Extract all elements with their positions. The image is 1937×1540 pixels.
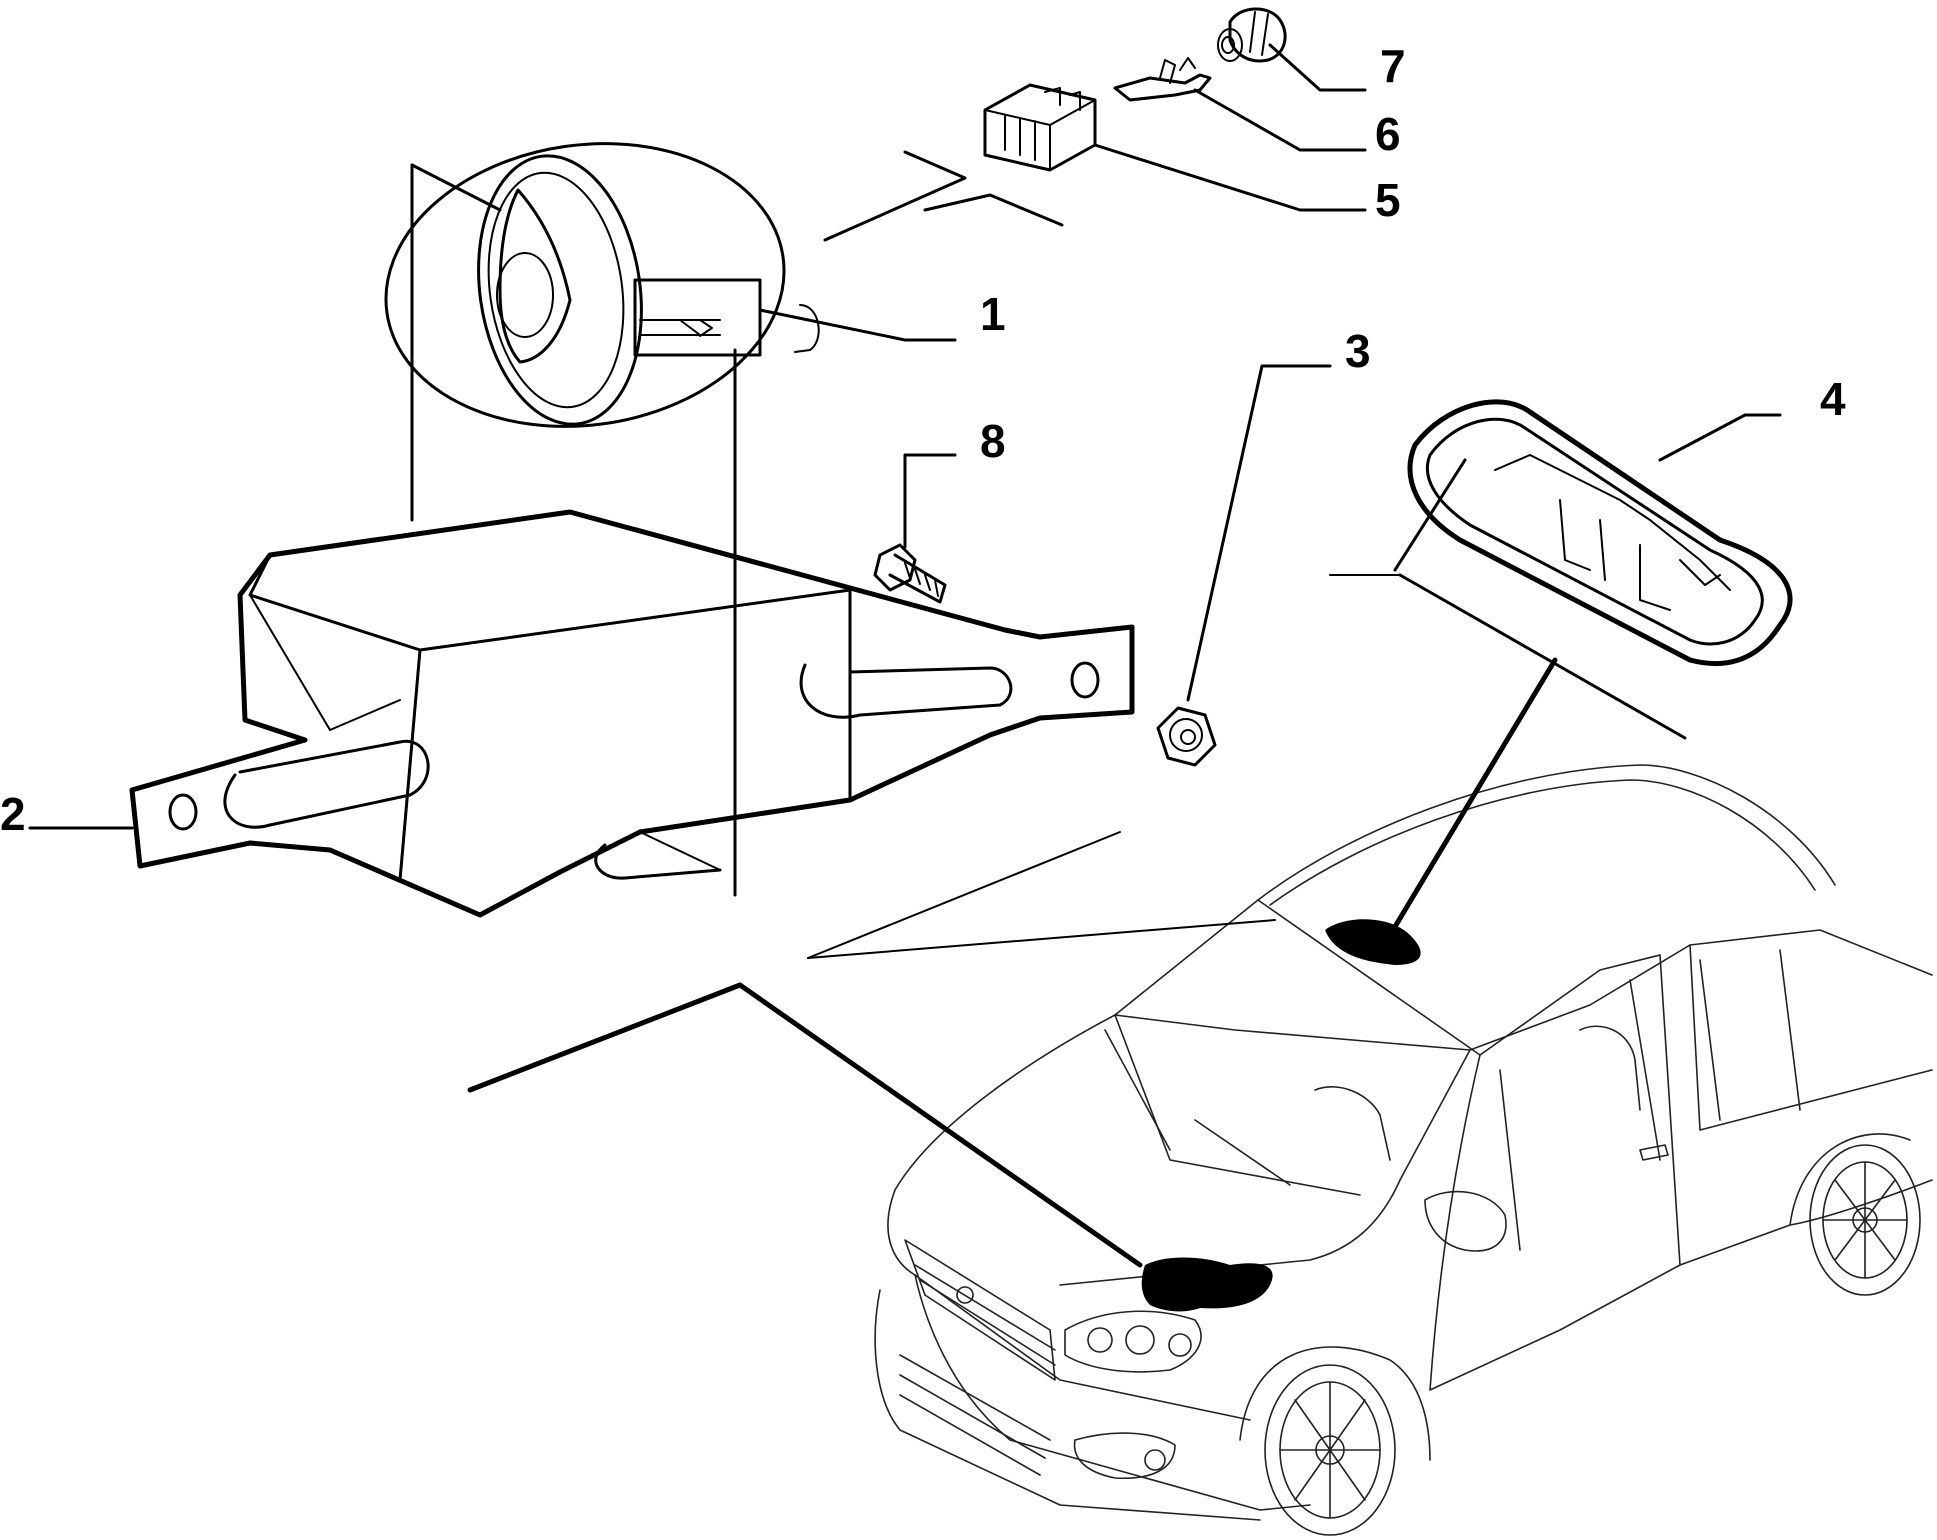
leader-line: [1193, 88, 1367, 152]
guide-line: [807, 831, 1121, 959]
part-number-2: 2: [0, 788, 26, 840]
siren-location-marker: [1141, 1257, 1273, 1312]
interior-sensor-housing-icon[interactable]: [1407, 399, 1793, 667]
part-number-8: 8: [980, 415, 1006, 467]
part-number-6: 6: [1375, 108, 1401, 160]
guide-line: [807, 919, 1276, 959]
leader-line: [1387, 657, 1558, 938]
mounting-bracket-icon[interactable]: [129, 509, 1135, 918]
leader-line: [1268, 43, 1367, 92]
leader-line: [923, 193, 992, 212]
leader-line: [1658, 413, 1782, 462]
siren-horn-icon[interactable]: [367, 119, 820, 452]
leader-line: [1093, 143, 1367, 212]
leader-line: [737, 982, 1143, 1268]
rubber-grommet-icon[interactable]: [1217, 7, 1287, 63]
car-illustration: [874, 764, 1933, 1536]
leader-line: [1393, 458, 1467, 572]
part-number-5: 5: [1375, 174, 1401, 226]
part-number-3: 3: [1345, 325, 1371, 377]
leader-line: [1398, 573, 1687, 740]
part-number-1: 1: [980, 288, 1006, 340]
leader-line: [1186, 364, 1332, 702]
part-number-4: 4: [1820, 373, 1846, 425]
leader-line: [903, 453, 957, 549]
leader-line: [410, 163, 502, 212]
flange-bolt-icon[interactable]: [873, 543, 947, 604]
leader-line: [467, 982, 743, 1093]
flange-nut-icon[interactable]: [1156, 706, 1217, 767]
terminal-clip-icon[interactable]: [1113, 57, 1212, 102]
leader-line: [823, 150, 967, 242]
sensor-location-marker: [1325, 919, 1421, 965]
connector-block-icon[interactable]: [983, 83, 1097, 172]
leader-line: [988, 193, 1064, 227]
leader-line: [758, 308, 957, 342]
part-number-7: 7: [1380, 40, 1406, 92]
